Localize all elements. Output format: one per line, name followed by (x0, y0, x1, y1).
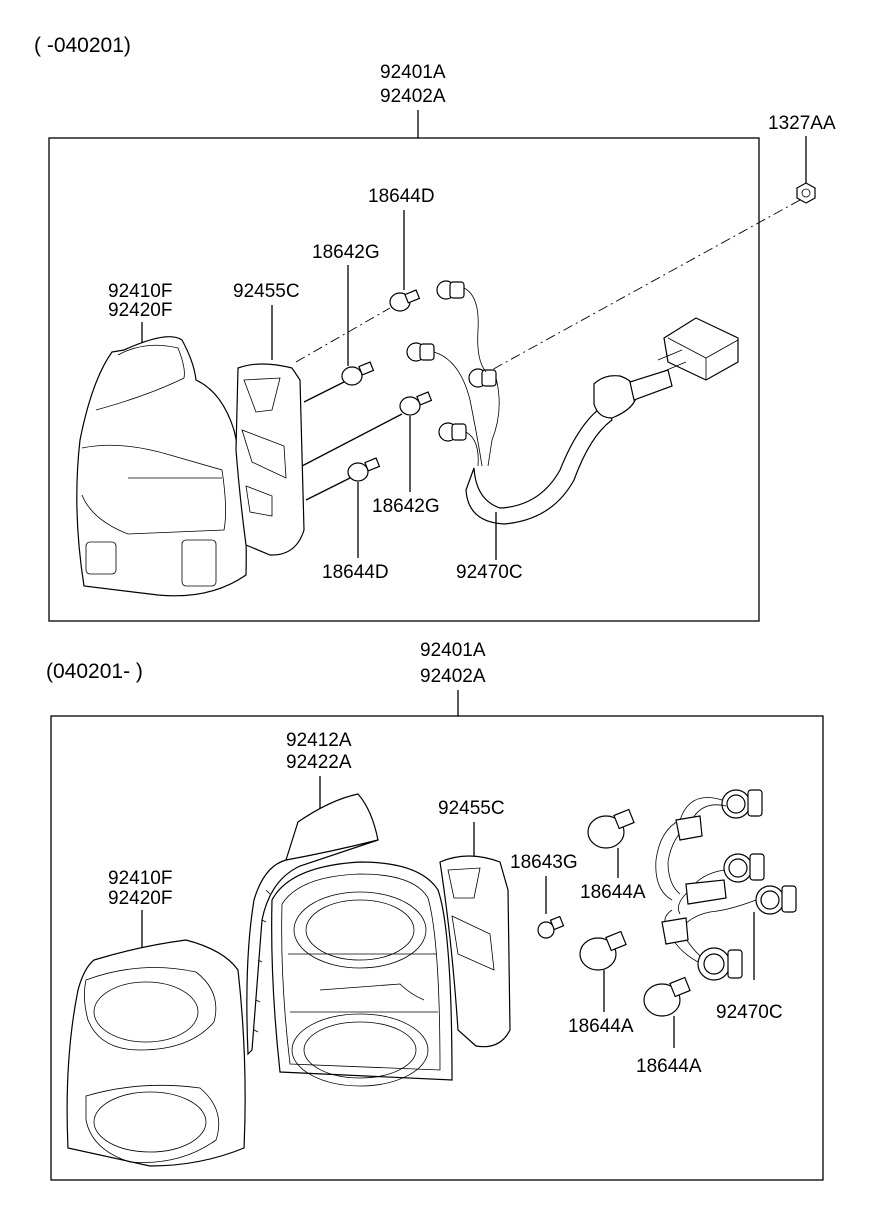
bulb-part (537, 915, 565, 939)
nut-part (796, 182, 816, 204)
assembly-number: 92401A (380, 62, 446, 83)
part-label: 92470C (456, 562, 523, 583)
assembly-line (301, 413, 403, 467)
bulb-part (341, 361, 375, 386)
lamp-housing-part (76, 336, 247, 597)
assembly-line (487, 199, 801, 373)
wiring-harness-part (655, 789, 797, 981)
gasket-part (235, 363, 305, 556)
part-label: 92470C (716, 1002, 783, 1023)
assembly-line (295, 307, 391, 363)
bulb-part (399, 391, 433, 416)
bulb-part (643, 976, 691, 1017)
part-label: 18644A (568, 1016, 634, 1037)
section-frame (50, 715, 824, 1181)
part-label: 1327AA (768, 113, 836, 134)
part-label: 92455C (438, 798, 505, 819)
part-label: 92410F (108, 868, 172, 889)
section-1: ( -040201) 92401A 92402A 1327AA 92410F 9… (34, 34, 836, 622)
bulb-part (347, 457, 381, 482)
assembly-line (305, 477, 351, 501)
part-label: 92422A (286, 752, 352, 773)
part-label: 18643G (510, 852, 578, 873)
wiring-harness-part (406, 280, 739, 525)
part-label: 18644D (322, 562, 389, 583)
bulb-part (579, 930, 627, 971)
bulb-part (389, 289, 421, 312)
assembly-number: 92402A (420, 666, 486, 687)
part-label: 92420F (108, 300, 172, 321)
assembly-number: 92402A (380, 86, 446, 107)
part-label: 18642G (372, 496, 440, 517)
part-label: 18644A (580, 882, 646, 903)
lamp-frame-part (271, 861, 453, 1087)
section-2: (040201- ) 92401A 92402A 92412A 92422A 9… (46, 640, 824, 1181)
section-frame (48, 137, 760, 622)
bulb-part (587, 808, 635, 849)
lamp-housing-part (66, 939, 246, 1167)
part-label: 92455C (233, 281, 300, 302)
assembly-number: 92401A (420, 640, 486, 661)
assembly-line (303, 381, 345, 403)
gasket-part (439, 855, 511, 1048)
part-label: 92420F (108, 888, 172, 909)
part-label: 18644A (636, 1056, 702, 1077)
period-label: (040201- ) (46, 660, 143, 683)
part-label: 18642G (312, 242, 380, 263)
part-label: 18644D (368, 186, 435, 207)
part-label: 92410F (108, 281, 172, 302)
inner-lens-part (246, 793, 379, 1056)
period-label: ( -040201) (34, 34, 131, 57)
part-label: 92412A (286, 730, 352, 751)
